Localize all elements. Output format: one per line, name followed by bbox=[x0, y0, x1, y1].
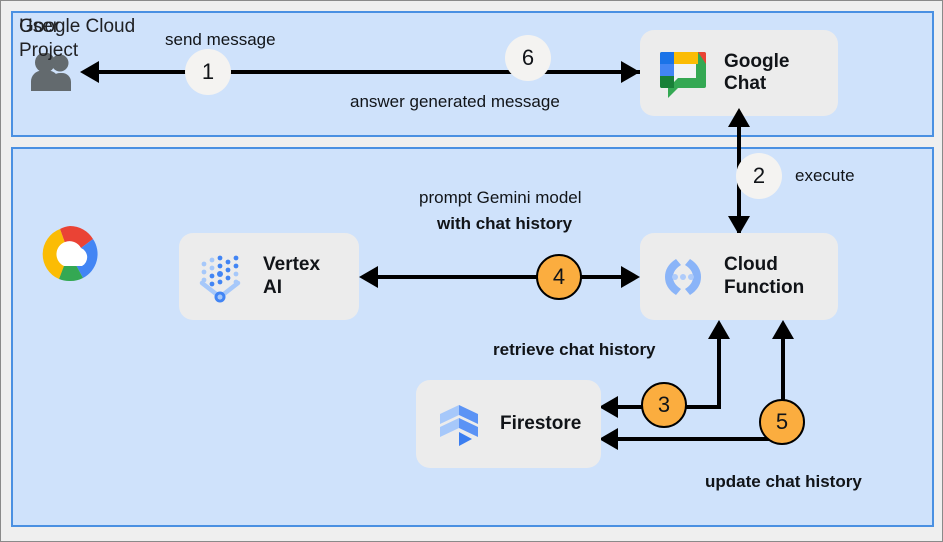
firestore-icon bbox=[440, 405, 478, 446]
step-badge-4[interactable]: 4 bbox=[536, 254, 582, 300]
arrowhead-to-vertex-ai bbox=[359, 266, 378, 288]
caption-retrieve-chat-history: retrieve chat history bbox=[493, 340, 656, 359]
arrowhead-to-google-chat bbox=[621, 61, 640, 83]
arrowhead-5-to-firestore bbox=[599, 428, 618, 450]
connector-5-vertical bbox=[781, 335, 785, 429]
caption-with-chat-history: with chat history bbox=[437, 214, 573, 233]
arrowhead-3-to-cloud-function bbox=[708, 320, 730, 339]
step-badge-1[interactable]: 1 bbox=[185, 49, 231, 95]
caption-send-message: send message bbox=[165, 30, 276, 49]
caption-answer-generated-message: answer generated message bbox=[350, 92, 560, 111]
service-box-google-chat[interactable]: Google Chat bbox=[640, 30, 838, 116]
panel-gcp-title: Google Cloud Project bbox=[19, 16, 136, 61]
step-badge-6[interactable]: 6 bbox=[505, 35, 551, 81]
arrowhead-5-to-cloud-function bbox=[772, 320, 794, 339]
arrowhead-to-cloud-function-right bbox=[621, 266, 640, 288]
service-box-vertex-ai[interactable]: Vertex AI bbox=[179, 233, 359, 320]
arrowhead-to-google-chat-up bbox=[728, 108, 750, 127]
service-label-vertex-ai: Vertex AI bbox=[263, 254, 321, 298]
caption-update-chat-history: update chat history bbox=[705, 472, 862, 491]
service-label-cloud-function: Cloud Function bbox=[724, 254, 805, 298]
google-cloud-logo-icon bbox=[42, 226, 98, 282]
step-badge-2[interactable]: 2 bbox=[736, 153, 782, 199]
vertex-ai-icon bbox=[199, 255, 241, 302]
cloud-function-icon bbox=[665, 258, 701, 295]
step-badge-5[interactable]: 5 bbox=[759, 399, 805, 445]
connector-chat-to-user bbox=[99, 70, 640, 74]
google-chat-icon bbox=[660, 52, 706, 98]
caption-execute: execute bbox=[795, 166, 855, 185]
user-people-icon bbox=[31, 53, 71, 91]
service-label-firestore: Firestore bbox=[500, 412, 582, 434]
service-box-firestore[interactable]: Firestore bbox=[416, 380, 601, 468]
connector-5-horizontal bbox=[618, 437, 785, 441]
connector-3-vertical bbox=[717, 335, 721, 409]
arrowhead-to-user bbox=[80, 61, 99, 83]
panel-user-title: User bbox=[19, 16, 60, 37]
service-label-google-chat: Google Chat bbox=[724, 50, 790, 94]
step-badge-3[interactable]: 3 bbox=[641, 382, 687, 428]
caption-prompt-gemini-model: prompt Gemini model bbox=[419, 188, 582, 207]
arrowhead-3-to-firestore bbox=[599, 396, 618, 418]
arrowhead-to-cloud-function-down bbox=[728, 216, 750, 235]
connector-vertexai-cloudfunction bbox=[378, 275, 622, 279]
service-box-cloud-function[interactable]: Cloud Function bbox=[640, 233, 838, 320]
